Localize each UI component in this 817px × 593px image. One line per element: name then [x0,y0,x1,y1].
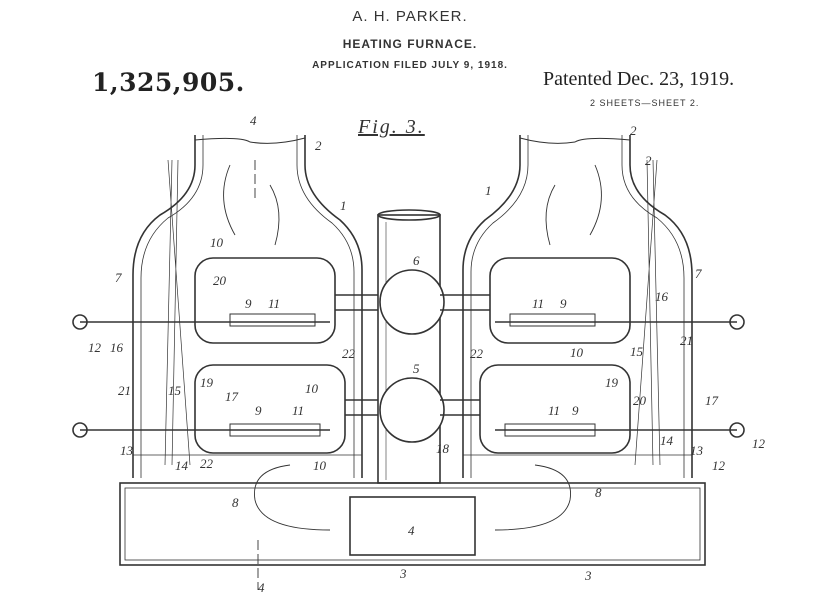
patent-title: HEATING FURNACE. [342,37,478,51]
reference-numeral: 20 [633,393,647,408]
reference-numeral: 3 [584,568,592,583]
flow-arrows [223,160,602,590]
ash-pit-door [349,496,476,556]
reference-numeral: 15 [630,344,644,359]
right-bottle [440,135,745,478]
reference-numeral: 22 [200,456,214,471]
reference-numeral: 14 [175,458,189,473]
reference-numeral: 12 [752,436,766,451]
reference-numeral: 10 [313,458,327,473]
reference-numeral: 17 [225,389,239,404]
application-filed-date: APPLICATION FILED JULY 9, 1918. [312,60,508,71]
reference-numeral: 21 [680,333,693,348]
reference-numeral: 2 [315,138,322,153]
reference-numeral: 13 [690,443,704,458]
reference-numeral: 4 [408,523,415,538]
reference-numeral: 11 [292,403,304,418]
reference-numeral: 22 [470,346,484,361]
reference-numeral: 10 [210,235,224,250]
reference-numeral: 18 [436,441,450,456]
reference-numeral: 8 [232,495,239,510]
patent-number: 1,325,905. [92,68,245,97]
reference-numeral: 11 [268,296,280,311]
reference-numeral: 9 [572,403,579,418]
reference-numeral: 2 [630,123,637,138]
reference-numeral: 9 [560,296,567,311]
reference-numeral: 20 [213,273,227,288]
left-bottle [72,135,378,478]
reference-numeral: 10 [570,345,584,360]
reference-numeral: 17 [705,393,719,408]
reference-numeral: 11 [548,403,560,418]
reference-numeral: 8 [595,485,602,500]
reference-numeral: 12 [88,340,102,355]
reference-numeral: 7 [695,266,702,281]
reference-numeral: 10 [305,381,319,396]
reference-numeral: 19 [605,375,619,390]
reference-numeral: 3 [399,566,407,581]
figure-label: Fig. 3. [358,116,425,138]
reference-numeral: 9 [245,296,252,311]
reference-numeral: 16 [655,289,669,304]
inventor-name: A. H. PARKER. [352,8,468,25]
reference-numeral: 22 [342,346,356,361]
reference-numeral: 14 [660,433,674,448]
reference-numeral: 7 [115,270,122,285]
reference-numeral: 4 [258,580,265,593]
reference-numeral: 2 [645,153,652,168]
reference-numeral: 16 [110,340,124,355]
reference-numeral: 11 [532,296,544,311]
reference-numeral: 6 [413,253,420,268]
patented-date: Patented Dec. 23, 1919. [543,68,735,90]
reference-numeral: 5 [413,361,420,376]
sheet-count: 2 SHEETS—SHEET 2. [590,98,700,108]
reference-numeral: 1 [485,183,492,198]
central-pipe [377,209,445,484]
reference-numeral: 4 [250,113,257,128]
reference-numeral: 12 [712,458,726,473]
reference-numeral: 1 [340,198,347,213]
reference-numeral: 21 [118,383,131,398]
reference-numeral: 13 [120,443,134,458]
reference-numeral: 9 [255,403,262,418]
reference-numeral: 19 [200,375,214,390]
reference-numeral: 15 [168,383,182,398]
